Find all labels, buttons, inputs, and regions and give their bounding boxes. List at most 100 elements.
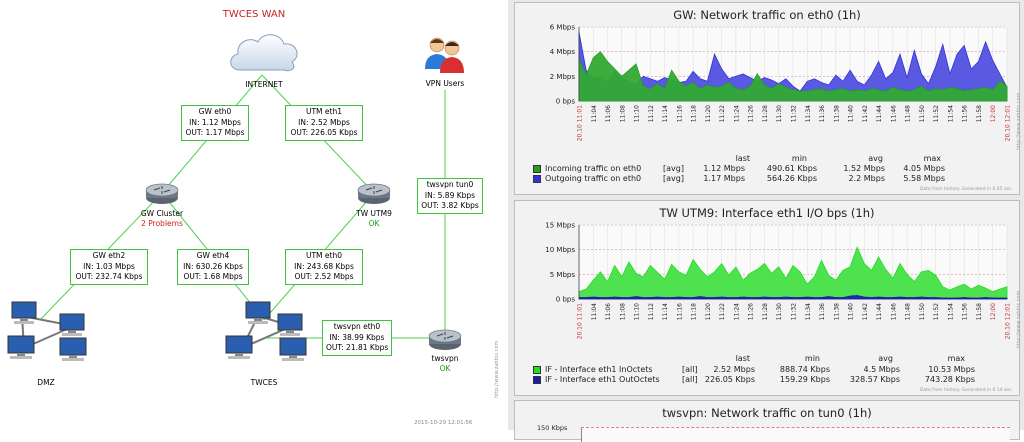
tw-utm9-router-icon[interactable] [356,181,392,205]
x-tick-label: 11:56 [962,303,969,320]
gw-cluster-router-icon[interactable] [144,181,180,205]
x-tick-label: 11:16 [676,303,683,320]
graphs-side-url: http://www.zabbix.com [1016,92,1022,150]
x-tick-label: 11:18 [691,303,698,320]
x-tick-label: 11:16 [676,105,683,122]
x-tick-label: 11:12 [648,303,655,320]
graph-title: twsvpn: Network traffic on tun0 (1h) [662,406,872,420]
internet-label: INTERNET [245,80,283,89]
x-tick-label: 11:38 [833,105,840,122]
legend-series-agg: [all] [682,365,698,374]
x-tick-label: 11:08 [619,105,626,122]
gw-cluster-status: 2 Problems [141,219,183,228]
series-area [578,246,1008,300]
legend-header-last: last [735,354,750,363]
legend-series-last: 1.17 Mbps [703,174,745,183]
graph-panel-utm9-eth1: TW UTM9: Interface eth1 I/O bps (1h) 15 … [514,200,1020,396]
x-tick-label: 11:04 [591,105,598,122]
legend-header-max: max [923,154,941,163]
x-tick-label: 11:26 [748,303,755,320]
graph-legend: last min avg max Incoming traffic on eth… [515,3,1021,196]
x-tick-label: 11:12 [648,105,655,122]
legend-series-max: 743.28 Kbps [924,375,975,384]
graph-title: TW UTM9: Interface eth1 I/O bps (1h) [659,206,875,220]
x-tick-label: 11:54 [947,303,954,320]
y-tick-label: 0 bps [556,296,576,304]
legend-header-min: min [804,354,820,363]
link-twsvpn-eth0[interactable]: twsvpn eth0 IN: 38.99 Kbps OUT: 21.81 Kb… [322,320,392,356]
x-tick-label: 11:06 [605,303,612,320]
graphs-side-url: http://www.zabbix.com [1016,290,1022,348]
x-tick-label: 11:18 [691,105,698,122]
network-map: TWCES WAN INTERNET VPN Users GW [0,0,509,430]
legend-series-agg: [avg] [663,174,684,183]
map-side-url: http://www.zabbix.com [494,340,500,398]
legend-series-max: 4.05 Mbps [903,164,945,173]
x-tick-label: 11:26 [748,105,755,122]
series-area [578,31,1008,102]
twsvpn-label: twsvpn [431,354,459,363]
twsvpn-status: OK [439,364,451,373]
map-links [39,74,446,339]
x-tick-label: 11:22 [719,105,726,122]
twsvpn-router-icon[interactable] [427,327,463,351]
legend-swatch [533,376,541,384]
x-tick-label: 11:06 [605,105,612,122]
x-tick-label: 20.10 11:01 [577,105,584,142]
vpn-users-icon[interactable] [422,35,466,75]
x-tick-label: 20.10 11:01 [577,303,584,340]
x-tick-label: 11:52 [933,105,940,122]
link-utm-eth1[interactable]: UTM eth1 IN: 2.52 Mbps OUT: 226.05 Kbps [285,105,363,141]
graph-footnote: Data from history. Generated in 0.45 sec… [919,187,1013,192]
x-tick-label: 11:10 [634,303,641,320]
internet-cloud-icon [230,34,298,72]
x-tick-label: 11:58 [976,303,983,320]
graph-panel-twsvpn-tun0: twsvpn: Network traffic on tun0 (1h) 150… [514,400,1020,442]
tw-utm9-label: TW UTM9 [356,209,392,218]
legend-series-name: IF - Interface eth1 InOctets [545,365,653,374]
y-tick-label: 4 Mbps [550,48,576,56]
graph-legend: last min avg max IF - Interface eth1 InO… [515,201,1021,397]
dmz-hostgroup-icon[interactable] [2,296,94,368]
x-tick-label: 11:24 [733,105,740,122]
legend-swatch [533,175,541,183]
graph-plot-twsvpn-tun0[interactable] [581,427,1010,442]
x-tick-label: 11:28 [762,303,769,320]
x-tick-label: 11:56 [962,105,969,122]
graph-title: GW: Network traffic on eth0 (1h) [673,8,861,22]
x-tick-label: 11:40 [848,303,855,320]
vpn-users-label: VPN Users [425,79,465,88]
x-tick-label: 11:48 [905,105,912,122]
link-twsvpn-tun0[interactable]: twsvpn tun0 IN: 5.89 Kbps OUT: 3.82 Kbps [417,178,483,214]
link-utm-eth0[interactable]: UTM eth0 IN: 243.68 Kbps OUT: 2.52 Mbps [285,249,363,285]
twces-hostgroup-icon[interactable] [220,296,312,368]
link-gw-eth2[interactable]: GW eth2 IN: 1.03 Mbps OUT: 232.74 Kbps [70,249,148,285]
x-tick-label: 11:34 [805,105,812,122]
y-tick-label: 150 Kbps [537,424,568,432]
x-tick-label: 20.10 12:01 [1005,105,1012,142]
dmz-label: DMZ [37,378,55,387]
link-gw-eth4[interactable]: GW eth4 IN: 630.26 Kbps OUT: 1.68 Mbps [177,249,249,285]
legend-series-agg: [avg] [663,164,684,173]
legend-series-name: Incoming traffic on eth0 [545,164,642,173]
x-tick-label: 11:32 [791,303,798,320]
legend-series-max: 5.58 Mbps [903,174,945,183]
x-tick-label: 11:08 [619,303,626,320]
legend-series-name: Outgoing traffic on eth0 [545,174,642,183]
x-tick-label: 11:38 [833,303,840,320]
x-tick-label: 11:48 [905,303,912,320]
x-tick-label: 11:34 [805,303,812,320]
x-tick-label: 11:50 [919,105,926,122]
series-area [578,51,1008,102]
x-tick-label: 11:22 [719,303,726,320]
x-tick-label: 11:14 [662,105,669,122]
x-tick-label: 11:50 [919,303,926,320]
legend-series-min: 888.74 Kbps [779,365,830,374]
y-tick-label: 5 Mbps [550,271,576,279]
legend-series-avg: 4.5 Mbps [863,365,901,374]
x-tick-label: 11:30 [776,105,783,122]
link-gw-eth0[interactable]: GW eth0 IN: 1.12 Mbps OUT: 1.17 Mbps [181,105,249,141]
